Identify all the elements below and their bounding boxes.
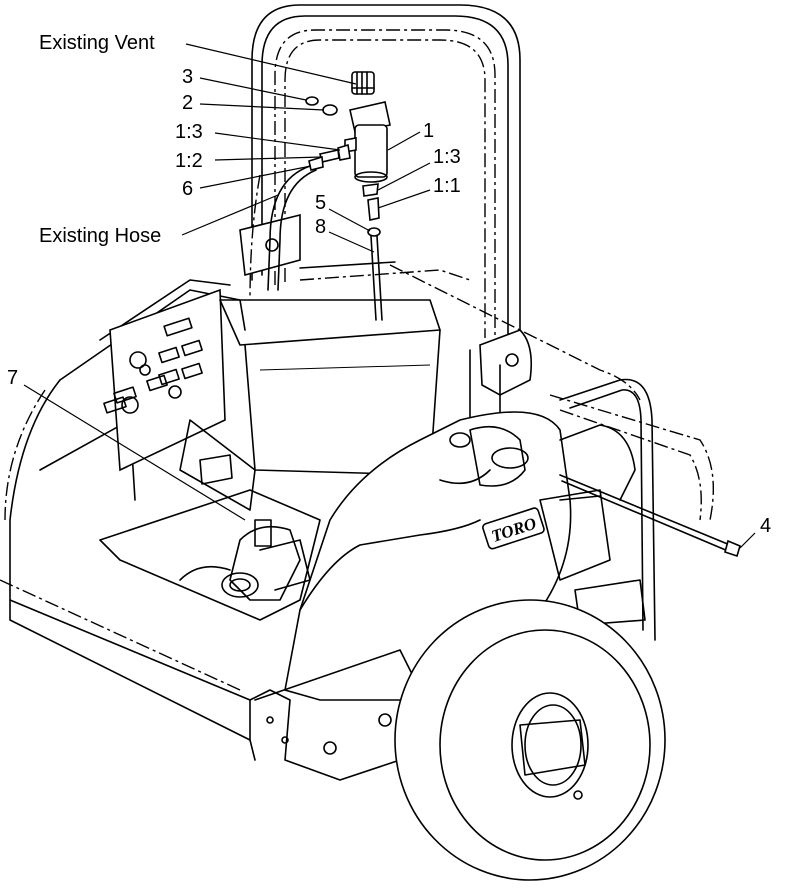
rear-tire [394, 599, 666, 881]
leader-lines [23, 43, 756, 549]
callout-1-3-right: 1:3 [433, 146, 461, 168]
callout-1: 1 [423, 120, 435, 142]
callout-1-2: 1:2 [175, 150, 203, 172]
callout-4: 4 [760, 515, 772, 537]
callout-existing-vent: Existing Vent [39, 32, 155, 54]
callout-7: 7 [7, 367, 19, 389]
callout-8: 8 [315, 216, 327, 238]
callout-2: 2 [182, 92, 194, 114]
vent-filter-assembly [249, 71, 391, 321]
callout-1-1: 1:1 [433, 175, 461, 197]
callout-3: 3 [182, 66, 194, 88]
callout-existing-hose: Existing Hose [39, 225, 162, 247]
callout-1-3-left: 1:3 [175, 121, 203, 143]
bolt [559, 474, 741, 558]
callout-5: 5 [315, 192, 327, 214]
roll-bar [239, 4, 533, 431]
callout-6: 6 [182, 178, 194, 200]
